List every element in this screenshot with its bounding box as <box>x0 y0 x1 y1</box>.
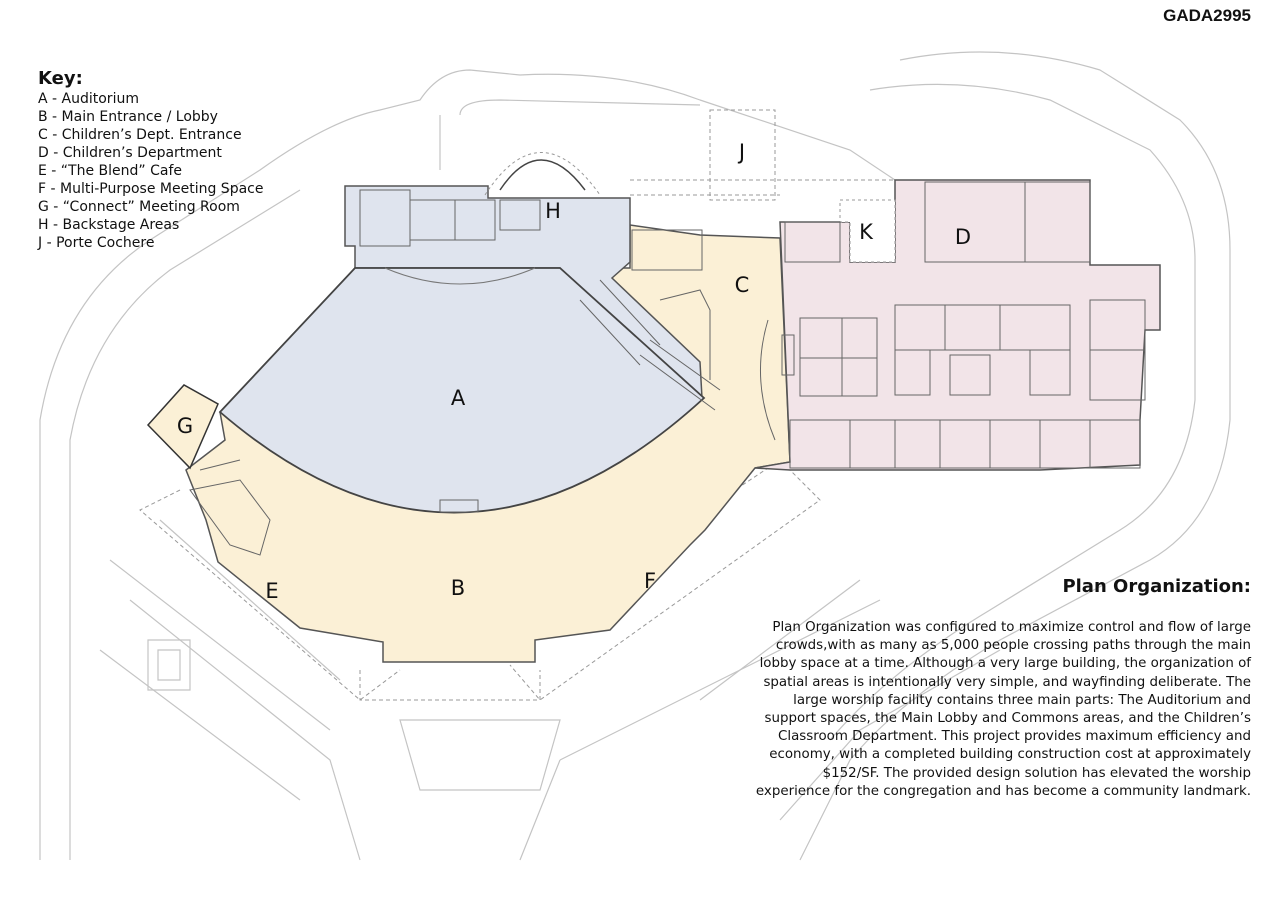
plan-organization: Plan Organization: Plan Organization was… <box>751 576 1251 801</box>
key-item: D - Children’s Department <box>38 145 222 161</box>
key-legend: Key: A - Auditorium B - Main Entrance / … <box>38 68 263 252</box>
label-j: J <box>737 140 745 164</box>
label-k: K <box>859 220 874 244</box>
project-id: GADA2995 <box>1163 6 1251 25</box>
key-item: J - Porte Cochere <box>38 235 155 251</box>
plan-organization-title: Plan Organization: <box>1062 576 1251 597</box>
interior-walls <box>189 181 1146 556</box>
key-title: Key: <box>38 68 83 89</box>
site-lines <box>39 51 1231 861</box>
rotunda-outer <box>484 152 601 196</box>
childrens-zone <box>754 179 1161 471</box>
label-a: A <box>451 386 466 410</box>
key-item: E - “The Blend” Cafe <box>38 163 183 179</box>
plan-organization-body: Plan Organization was configured to maxi… <box>755 620 1251 799</box>
label-h: H <box>545 199 561 223</box>
connect-room-zone <box>146 384 219 470</box>
key-item: F - Multi-Purpose Meeting Space <box>38 181 264 197</box>
label-b: B <box>451 576 465 600</box>
label-d: D <box>955 225 971 249</box>
rotunda <box>499 159 586 191</box>
canopy-outlines <box>139 109 900 701</box>
label-e: E <box>265 579 278 603</box>
room-labels: A B C D E F G H J K <box>177 140 971 603</box>
key-item: G - “Connect” Meeting Room <box>38 199 240 215</box>
key-item: H - Backstage Areas <box>38 217 180 233</box>
label-f: F <box>644 569 656 593</box>
key-item: A - Auditorium <box>38 91 139 107</box>
key-item: C - Children’s Dept. Entrance <box>38 127 242 143</box>
key-item: B - Main Entrance / Lobby <box>38 109 218 125</box>
label-g: G <box>177 414 193 438</box>
backstage-zone <box>344 185 703 400</box>
label-c: C <box>735 273 750 297</box>
stage-arc <box>384 267 536 285</box>
